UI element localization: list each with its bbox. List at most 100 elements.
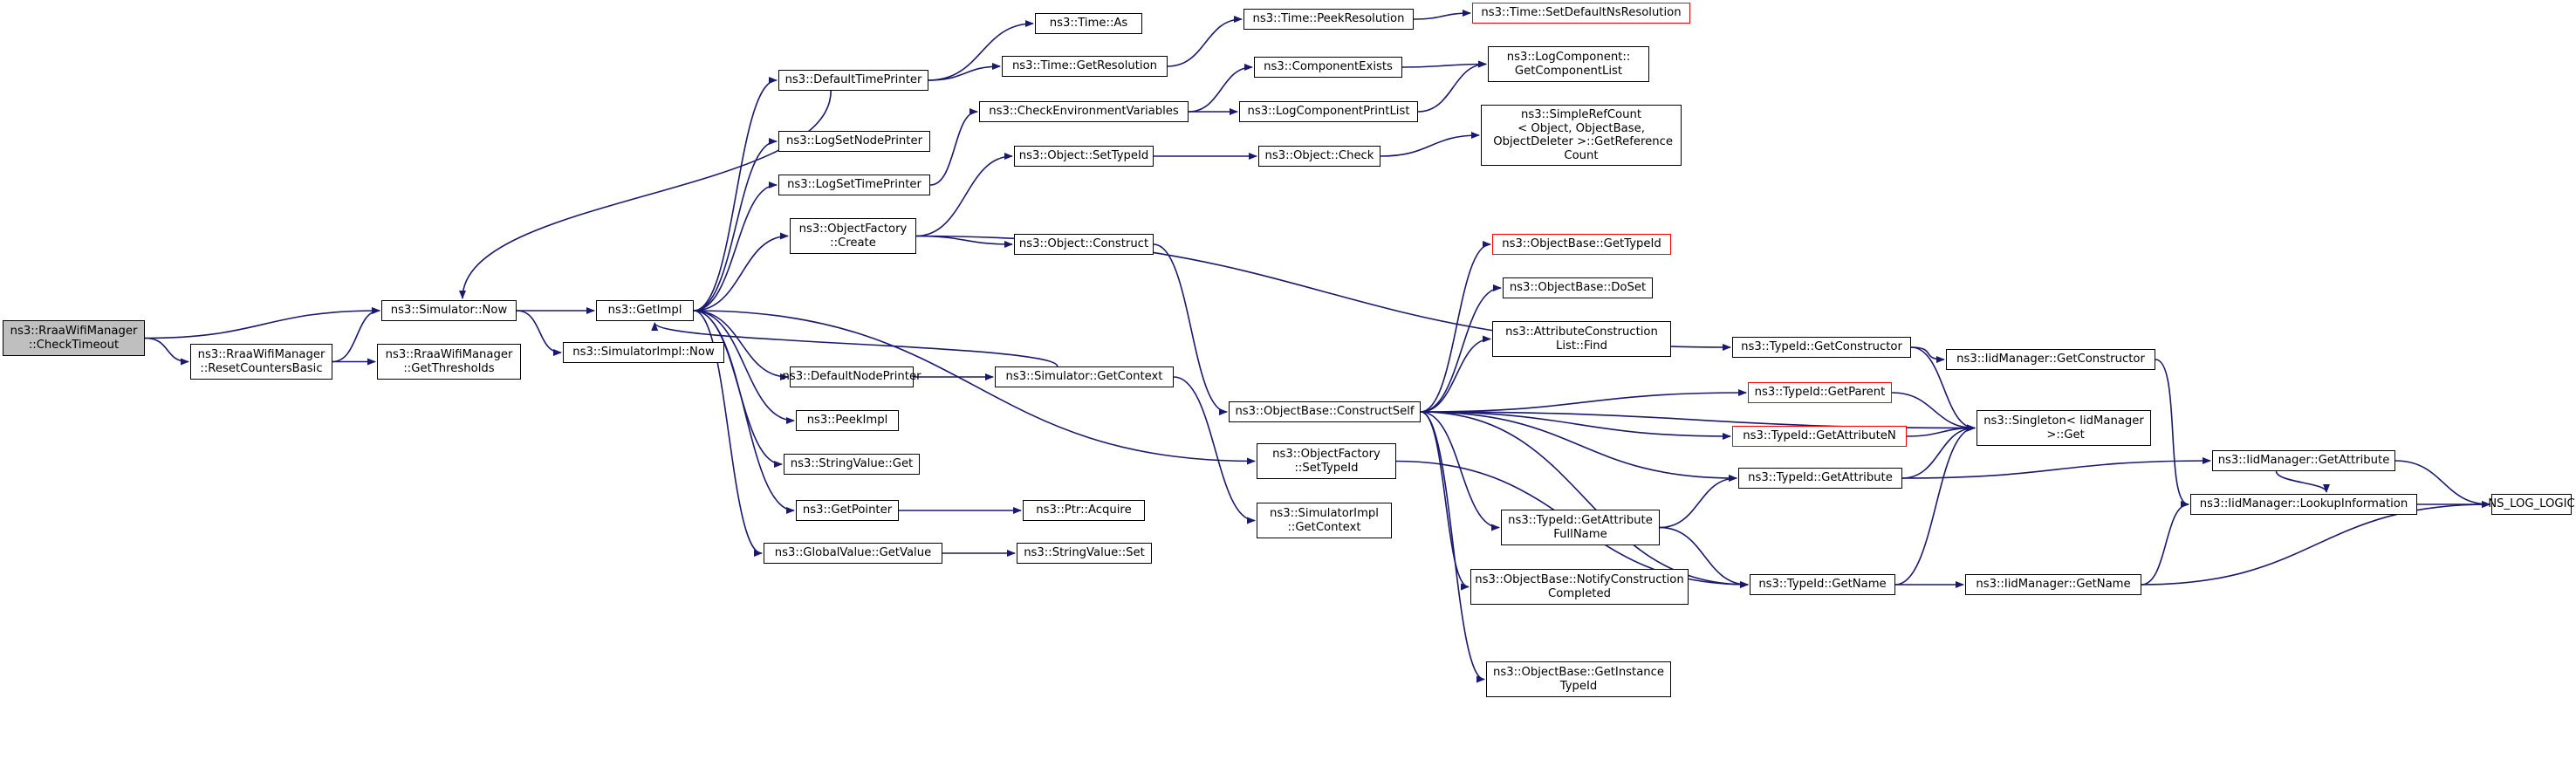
edge-n30-n43 xyxy=(1420,411,1749,588)
graph-node-n24[interactable]: ns3::Time::SetDefaultNsResolution xyxy=(1472,3,1690,24)
graph-node-n28[interactable]: ns3::Object::Check xyxy=(1258,146,1380,167)
graph-node-n13[interactable]: ns3::GetPointer xyxy=(796,500,899,521)
graph-node-n17[interactable]: ns3::CheckEnvironmentVariables xyxy=(979,101,1189,122)
graph-node-n27[interactable]: ns3::LogComponent:: GetComponentList xyxy=(1488,46,1649,82)
edge-n46-n48 xyxy=(2141,501,2189,586)
graph-node-n21[interactable]: ns3::Ptr::Acquire xyxy=(1023,500,1145,521)
edge-n2-n1 xyxy=(332,307,380,363)
graph-node-n38[interactable]: ns3::ObjectBase::GetInstance TypeId xyxy=(1486,661,1671,697)
graph-node-n34[interactable]: ns3::ObjectBase::DoSet xyxy=(1503,277,1653,298)
graph-node-n41[interactable]: ns3::TypeId::GetAttributeN xyxy=(1732,426,1907,447)
graph-node-n29[interactable]: ns3::SimpleRefCount < Object, ObjectBase… xyxy=(1481,105,1682,166)
graph-node-n8[interactable]: ns3::LogSetTimePrinter xyxy=(778,175,930,195)
edge-n23-n24 xyxy=(1413,10,1471,20)
edge-n1-n4 xyxy=(516,310,562,356)
graph-node-n44[interactable]: ns3::IidManager::GetConstructor xyxy=(1946,349,2155,370)
edge-n3-n7 xyxy=(693,138,778,312)
edge-n3-n11 xyxy=(693,310,795,424)
graph-node-n12[interactable]: ns3::StringValue::Get xyxy=(784,454,920,475)
edge-n8-n17 xyxy=(929,108,978,186)
edge-n3-n14 xyxy=(693,310,763,557)
edge-n30-n42 xyxy=(1420,411,1737,482)
edge-n30-n36 xyxy=(1420,411,1500,531)
graph-node-n10[interactable]: ns3::DefaultNodePrinter xyxy=(783,366,921,387)
edge-n9-n18 xyxy=(915,153,1013,237)
graph-node-n36[interactable]: ns3::TypeId::GetAttribute FullName xyxy=(1501,510,1660,545)
graph-node-n18[interactable]: ns3::Object::SetTypeId xyxy=(1014,146,1154,167)
graph-node-n0: ns3::RraaWifiManager ::CheckTimeout xyxy=(3,320,145,356)
edge-n40-n45 xyxy=(1891,392,1976,432)
graph-node-n42[interactable]: ns3::TypeId::GetAttribute xyxy=(1738,468,1902,489)
graph-node-n9[interactable]: ns3::ObjectFactory ::Create xyxy=(790,218,916,254)
edge-n30-n33 xyxy=(1420,241,1491,413)
graph-node-n19[interactable]: ns3::Object::Construct xyxy=(1014,234,1154,255)
graph-node-n4[interactable]: ns3::SimulatorImpl::Now xyxy=(563,342,724,363)
edge-n41-n45 xyxy=(1906,424,1976,437)
graph-node-n32[interactable]: ns3::SimulatorImpl ::GetContext xyxy=(1257,503,1392,538)
edge-n30-n37 xyxy=(1420,411,1470,591)
edge-n44-n48 xyxy=(2155,359,2189,508)
edge-n3-n10 xyxy=(693,310,789,380)
edge-n47-n48 xyxy=(2275,470,2330,493)
graph-node-n37[interactable]: ns3::ObjectBase::NotifyConstruction Comp… xyxy=(1470,569,1689,605)
edge-n39-n44 xyxy=(1910,346,1945,363)
edge-n42-n47 xyxy=(1901,457,2211,479)
graph-node-n20[interactable]: ns3::Simulator::GetContext xyxy=(995,366,1174,387)
edge-n42-n45 xyxy=(1901,424,1976,479)
edge-n0-n2 xyxy=(144,337,189,366)
graph-node-n39[interactable]: ns3::TypeId::GetConstructor xyxy=(1732,337,1911,358)
graph-node-n7[interactable]: ns3::LogSetNodePrinter xyxy=(778,131,930,152)
edge-n3-n13 xyxy=(693,310,795,514)
graph-node-n31[interactable]: ns3::ObjectFactory ::SetTypeId xyxy=(1257,443,1396,479)
graph-node-n47[interactable]: ns3::IidManager::GetAttribute xyxy=(2212,450,2395,471)
graph-node-n22[interactable]: ns3::StringValue::Set xyxy=(1017,543,1152,564)
edge-n20-n32 xyxy=(1173,376,1256,524)
graph-node-n43[interactable]: ns3::TypeId::GetName xyxy=(1750,574,1895,595)
edge-n39-n45 xyxy=(1910,346,1976,432)
edge-n16-n23 xyxy=(1167,16,1243,67)
edge-n20-n3 xyxy=(651,322,1058,367)
graph-node-n15[interactable]: ns3::Time::As xyxy=(1035,13,1142,34)
graph-node-n48[interactable]: ns3::IidManager::LookupInformation xyxy=(2190,494,2417,515)
graph-node-n1[interactable]: ns3::Simulator::Now xyxy=(381,300,517,321)
edge-n30-n35 xyxy=(1420,335,1491,413)
graph-node-n11[interactable]: ns3::PeekImpl xyxy=(796,410,899,431)
edge-n3-n31 xyxy=(693,310,1256,465)
edge-n6-n15 xyxy=(928,20,1034,81)
graph-node-n14[interactable]: ns3::GlobalValue::GetValue xyxy=(764,543,942,564)
graph-node-n40[interactable]: ns3::TypeId::GetParent xyxy=(1748,382,1892,403)
edge-n19-n30 xyxy=(1153,243,1228,415)
edge-n0-n1 xyxy=(144,307,380,339)
graph-node-n33[interactable]: ns3::ObjectBase::GetTypeId xyxy=(1492,234,1671,255)
edge-n46-n49 xyxy=(2141,501,2490,586)
graph-node-n6[interactable]: ns3::DefaultTimePrinter xyxy=(778,70,928,91)
edge-n25-n27 xyxy=(1401,60,1487,68)
edge-n30-n41 xyxy=(1420,411,1731,440)
graph-node-n45[interactable]: ns3::Singleton< IidManager >::Get xyxy=(1977,410,2151,446)
graph-node-n16[interactable]: ns3::Time::GetResolution xyxy=(1002,56,1168,77)
graph-node-n30[interactable]: ns3::ObjectBase::ConstructSelf xyxy=(1229,401,1421,422)
graph-node-n2[interactable]: ns3::RraaWifiManager ::ResetCountersBasi… xyxy=(190,344,332,380)
edge-n3-n8 xyxy=(693,181,778,312)
edge-n28-n29 xyxy=(1380,132,1480,157)
edge-n36-n43 xyxy=(1659,526,1749,588)
edge-n6-n1 xyxy=(459,90,832,299)
edge-n30-n34 xyxy=(1420,284,1502,413)
graph-node-n25[interactable]: ns3::ComponentExists xyxy=(1254,57,1402,78)
edge-n36-n42 xyxy=(1659,475,1737,529)
graph-node-n35[interactable]: ns3::AttributeConstruction List::Find xyxy=(1492,321,1671,357)
graph-node-n5[interactable]: ns3::RraaWifiManager ::GetThresholds xyxy=(377,344,521,380)
edge-n30-n38 xyxy=(1420,411,1485,683)
edge-n47-n49 xyxy=(2394,460,2490,508)
graph-node-n26[interactable]: ns3::LogComponentPrintList xyxy=(1239,101,1418,122)
graph-node-n23[interactable]: ns3::Time::PeekResolution xyxy=(1243,9,1414,30)
edge-n3-n6 xyxy=(693,77,778,312)
graph-node-n49[interactable]: NS_LOG_LOGIC xyxy=(2488,494,2575,515)
graph-node-n46[interactable]: ns3::IidManager::GetName xyxy=(1965,574,2141,595)
edge-n17-n25 xyxy=(1188,64,1253,113)
edge-n43-n45 xyxy=(1894,424,1976,586)
edge-n26-n27 xyxy=(1417,60,1487,113)
edge-n3-n9 xyxy=(693,232,789,312)
graph-node-n3[interactable]: ns3::GetImpl xyxy=(596,300,694,321)
